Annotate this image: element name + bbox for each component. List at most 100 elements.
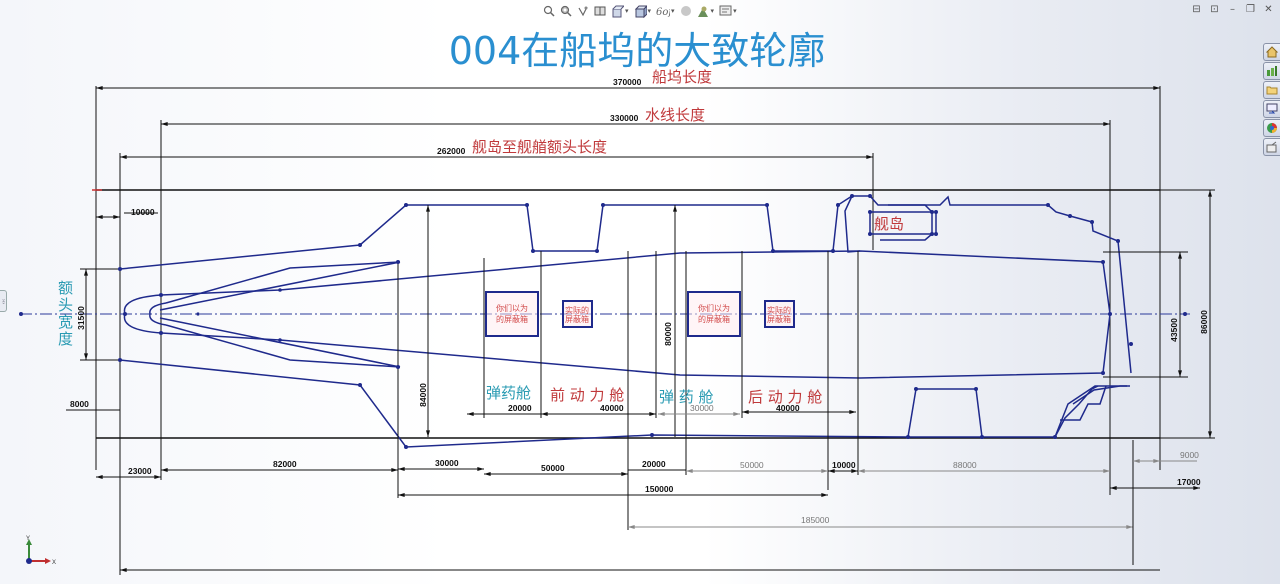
window-controls: ⊟ ⊡ – ❐ ✕: [1191, 4, 1274, 15]
drawing-title: 004在船坞的大致轮廓: [448, 29, 826, 73]
island-label: 舰岛: [874, 215, 904, 233]
waterline-length-label: 水线长度: [645, 106, 705, 124]
tab-appearances[interactable]: [1263, 119, 1280, 137]
right-dimensions: [1103, 189, 1215, 500]
bottom-dim-82000: 82000: [273, 459, 297, 469]
svg-text:头: 头: [58, 296, 73, 314]
tile-horizontal-icon: ⊟: [1192, 4, 1201, 15]
tile-vertical-button[interactable]: ⊡: [1209, 4, 1220, 15]
island-outline: [869, 204, 937, 241]
svg-text:X: X: [52, 560, 56, 566]
dock-length-value: 370000: [613, 77, 642, 87]
compartment-3-length: 30000: [690, 403, 714, 413]
zoom-to-area-icon: [560, 5, 572, 17]
bottom-dim-10000: 10000: [832, 460, 856, 470]
tab-custom-properties[interactable]: [1263, 138, 1280, 156]
bottom-dim-23000: 23000: [128, 466, 152, 476]
folder-icon: [1266, 86, 1278, 95]
bottom-dim-150000: 150000: [645, 484, 674, 494]
tile-horizontal-button[interactable]: ⊟: [1191, 4, 1202, 15]
feature-manager-collapse-handle[interactable]: ›››: [0, 290, 7, 312]
compartment-2-label: 前 动 力 舱: [550, 386, 624, 404]
svg-text:6of: 6of: [656, 7, 670, 17]
apply-scene-icon: [697, 6, 708, 17]
box-1-line1: 你们以为: [496, 303, 528, 313]
tab-view-palette[interactable]: [1263, 100, 1280, 118]
tab-resources[interactable]: [1263, 43, 1280, 61]
vertex-points: [118, 194, 1133, 449]
chevron-down-icon: ▾: [647, 7, 652, 15]
svg-text:Y: Y: [26, 536, 30, 542]
mid-height-value: 80000: [663, 322, 673, 346]
compartment-3-label: 弹 药 舱: [659, 388, 714, 406]
edit-appearance-icon: [680, 6, 691, 16]
view-palette-icon: [1266, 103, 1278, 114]
task-pane-tabs: [1263, 43, 1280, 156]
compartment-1-label: 弹药舱: [486, 384, 531, 402]
section-view-icon: [594, 6, 606, 16]
minimize-button[interactable]: –: [1227, 4, 1238, 15]
svg-text:宽: 宽: [58, 313, 73, 331]
box-2-line1: 实际的: [565, 305, 589, 315]
view-settings-button[interactable]: ▾: [719, 3, 737, 19]
axis-triad-icon: Y X: [26, 536, 56, 566]
apply-scene-button[interactable]: ▾: [697, 3, 715, 19]
bulkhead-lines: [397, 251, 859, 530]
library-icon: [1267, 66, 1277, 76]
waterline-hull: [123, 250, 1111, 379]
chevron-down-icon: ▾: [625, 7, 629, 15]
minimize-icon: –: [1230, 4, 1235, 15]
hide-show-items-icon: 6of: [656, 7, 670, 17]
zoom-to-fit-button[interactable]: [543, 3, 555, 19]
compartment-dimensions: [466, 410, 856, 416]
section-view-button[interactable]: [594, 3, 606, 19]
bottom-dim-50000-b: 50000: [740, 460, 764, 470]
bottom-dimensions: [95, 467, 1160, 572]
previous-view-button[interactable]: [577, 3, 589, 19]
view-orientation-button[interactable]: ▾: [611, 3, 629, 19]
flight-deck-outline: [119, 195, 1132, 448]
compartment-4-length: 40000: [776, 403, 800, 413]
restore-icon: ❐: [1246, 4, 1255, 15]
display-style-button[interactable]: ▾: [634, 3, 652, 19]
view-toolbar: ▾ ▾ 6of▾ ▾ ▾: [543, 3, 737, 19]
tab-design-library[interactable]: [1263, 62, 1280, 80]
chevron-down-icon: ▾: [733, 7, 737, 15]
zoom-to-area-button[interactable]: [560, 3, 572, 19]
home-icon: [1266, 46, 1278, 58]
restore-button[interactable]: ❐: [1245, 4, 1256, 15]
close-button[interactable]: ✕: [1263, 4, 1274, 15]
box-3-line2: 的屏蔽箱: [698, 314, 730, 324]
appearances-icon: [1267, 123, 1277, 133]
shield-boxes: [485, 291, 795, 337]
display-style-icon: [634, 4, 647, 18]
view-orientation-icon: [612, 5, 624, 17]
dock-length-label: 船坞长度: [652, 68, 712, 86]
bottom-dim-20000: 20000: [642, 459, 666, 469]
left-dimensions: [66, 212, 158, 411]
overall-width-value: 86000: [1199, 310, 1209, 334]
edit-appearance-button[interactable]: [680, 3, 692, 19]
previous-view-icon: [578, 6, 588, 17]
top-dimensions: [95, 86, 1161, 575]
hide-show-items-button[interactable]: 6of▾: [656, 3, 675, 19]
bottom-dim-185000: 185000: [801, 515, 830, 525]
close-icon: ✕: [1264, 4, 1273, 15]
custom-properties-icon: [1266, 141, 1277, 153]
zoom-to-fit-icon: [543, 5, 555, 17]
waterline-length-value: 330000: [610, 113, 639, 123]
box-1-line2: 的屏蔽箱: [496, 314, 528, 324]
tab-file-explorer[interactable]: [1263, 81, 1280, 99]
box-3-line1: 你们以为: [698, 303, 730, 313]
bottom-dim-88000: 88000: [953, 460, 977, 470]
bow-offset-top-value: 10000: [131, 207, 155, 217]
box-4-line2: 屏蔽箱: [767, 314, 791, 324]
chevron-down-icon: ▾: [710, 7, 715, 15]
island-to-bow-value: 262000: [437, 146, 466, 156]
compartment-4-label: 后 动 力 舱: [748, 388, 822, 406]
bow-offset-bottom-value: 8000: [70, 399, 89, 409]
chevron-down-icon: ▾: [671, 7, 675, 15]
box-4-line1: 实际的: [767, 305, 791, 315]
box-2-line2: 屏蔽箱: [565, 314, 589, 324]
